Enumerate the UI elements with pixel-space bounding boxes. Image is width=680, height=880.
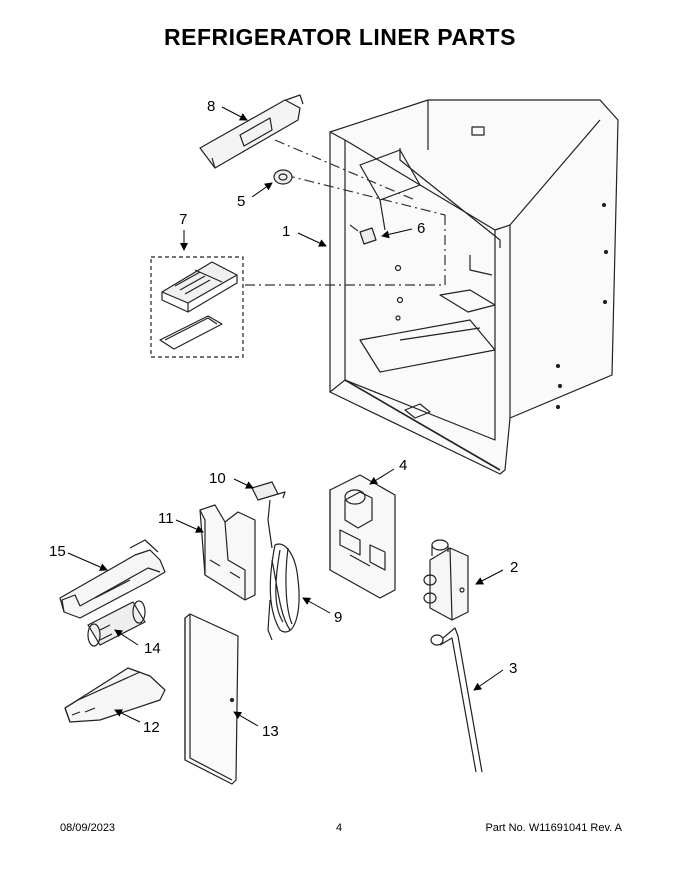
clip-part (359, 227, 377, 245)
callout-1: 1 (282, 223, 290, 240)
bracket-part (199, 504, 256, 601)
footer-part-number: Part No. W11691041 Rev. A (485, 822, 622, 834)
footer-date: 08/09/2023 (60, 822, 116, 834)
callout-9: 9 (334, 609, 342, 626)
wire-harness-part (267, 519, 300, 641)
callout-12: 12 (143, 719, 160, 736)
callout-11: 11 (158, 510, 174, 527)
callout-4: 4 (399, 457, 407, 474)
water-filter-part (87, 600, 146, 647)
control-housing-part (329, 474, 396, 599)
sensor-part (251, 481, 286, 521)
callout-7: 7 (179, 211, 187, 228)
filter-cover-part (64, 667, 166, 723)
callout-6: 6 (417, 220, 425, 237)
callout-15: 15 (49, 543, 66, 560)
callout-10: 10 (209, 470, 226, 487)
footer-page-number: 4 (336, 822, 343, 834)
air-duct-part (199, 94, 304, 169)
panel-part (184, 613, 239, 785)
water-valve-part (423, 539, 469, 621)
callout-arrows (67, 106, 504, 727)
water-tube-part (430, 627, 483, 773)
filter-housing-part (59, 539, 166, 619)
callout-5: 5 (237, 193, 245, 210)
liner-part (329, 99, 619, 475)
callout-3: 3 (509, 660, 517, 677)
damper-knob-part (273, 169, 293, 185)
callout-labels: 8 5 1 6 7 4 10 11 9 2 3 15 14 12 13 (49, 98, 518, 740)
callout-14: 14 (144, 640, 161, 657)
callout-8: 8 (207, 98, 215, 115)
crisper-control-assembly (150, 256, 244, 358)
callout-13: 13 (262, 723, 279, 740)
callout-2: 2 (510, 559, 518, 576)
page-title: REFRIGERATOR LINER PARTS (164, 24, 516, 50)
